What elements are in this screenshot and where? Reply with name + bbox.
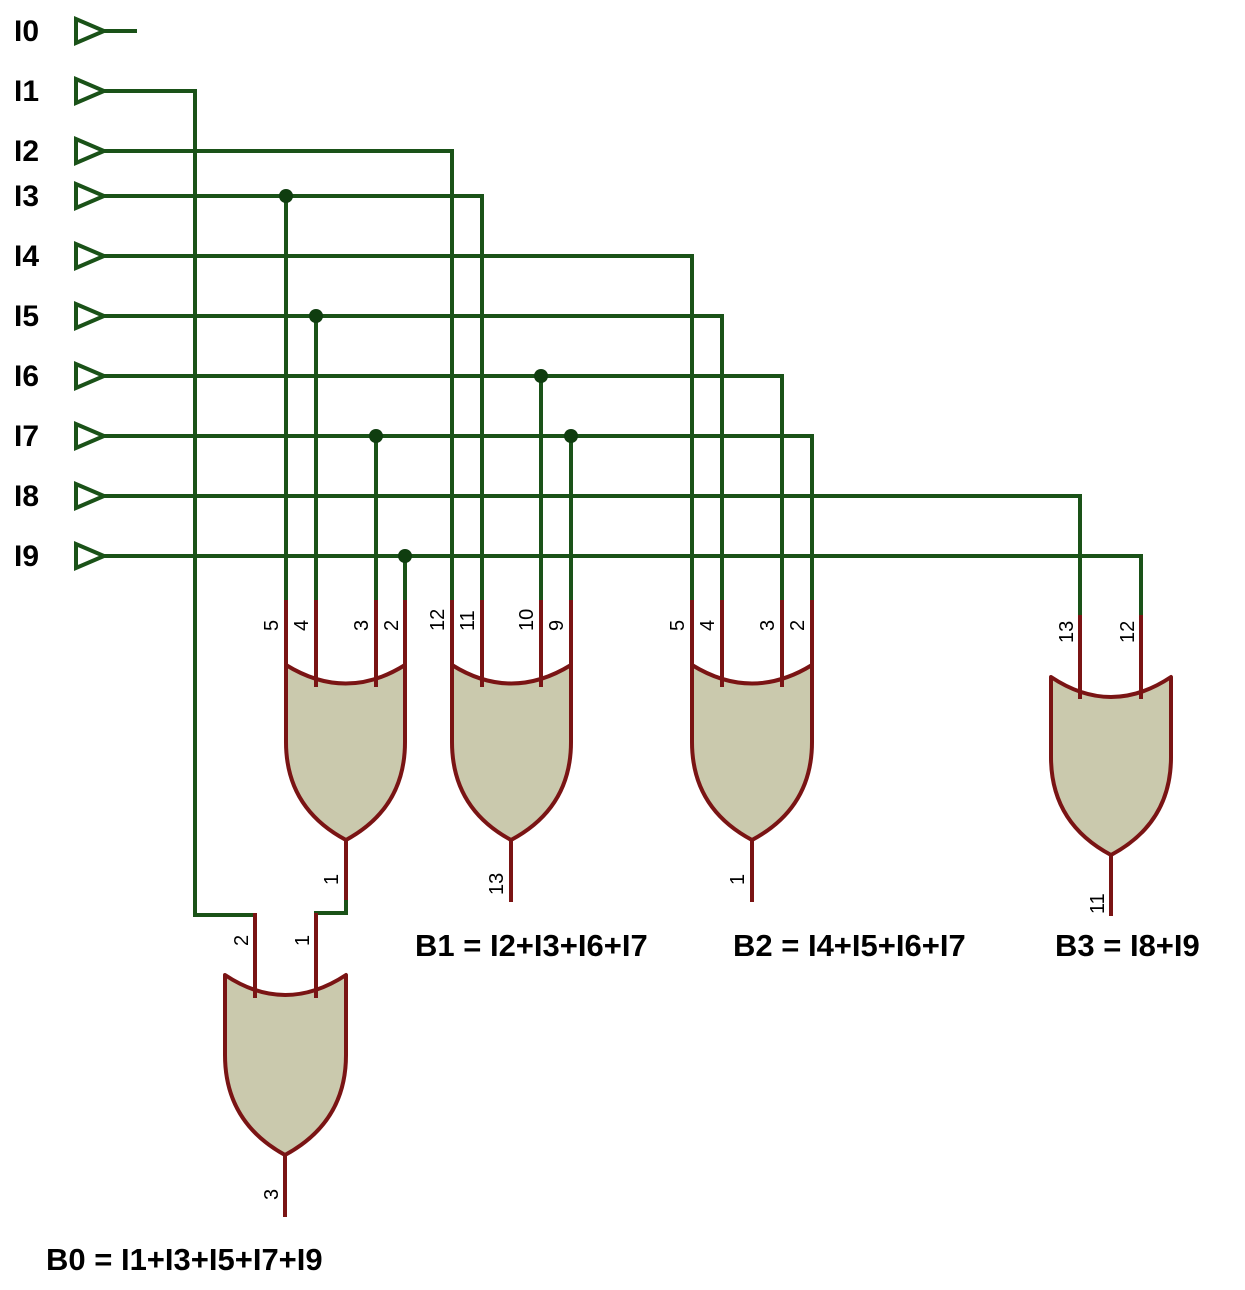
pin-number: 5 — [261, 620, 283, 631]
or-gate-b3: 13 12 11 — [1049, 615, 1173, 916]
junction-i5 — [309, 309, 323, 323]
wire-i8-to-b3 — [102, 494, 1082, 617]
input-port-i5: I5 — [14, 300, 110, 333]
or-gate-b1: 12 11 10 9 13 — [427, 600, 573, 902]
equation-b1: B1 = I2+I3+I6+I7 — [415, 928, 648, 963]
input-arrow-i4 — [74, 240, 110, 272]
pin-number: 10 — [516, 609, 538, 631]
input-port-i1: I1 — [14, 75, 110, 108]
input-port-i9: I9 — [14, 540, 110, 573]
equation-b0: B0 = I1+I3+I5+I7+I9 — [46, 1242, 323, 1277]
or-gate-b3-body — [1049, 675, 1173, 857]
pin-number: 9 — [546, 620, 568, 631]
input-label-i3: I3 — [14, 180, 39, 213]
wire-i6-to-b2 — [102, 374, 784, 602]
input-label-i5: I5 — [14, 300, 39, 333]
pin-number: 11 — [1087, 893, 1109, 914]
pin-number: 4 — [291, 620, 313, 631]
input-arrow-i0 — [74, 15, 110, 47]
wire-i9-to-b3 — [102, 554, 1143, 617]
input-arrow-i7 — [74, 420, 110, 452]
input-arrow-i9 — [74, 540, 110, 572]
input-label-i4: I4 — [14, 240, 39, 273]
pin-number: 3 — [351, 620, 373, 631]
input-arrow-i8 — [74, 480, 110, 512]
input-ports: I0 I1 I2 I3 I4 I5 I6 I7 — [14, 15, 137, 573]
pin-number: 13 — [486, 873, 508, 895]
input-arrow-i3 — [74, 180, 110, 212]
or-gate-b0-stage1: 5 4 3 2 1 — [261, 600, 407, 900]
input-port-i7: I7 — [14, 420, 110, 453]
junctions — [279, 189, 578, 563]
input-arrow-i6 — [74, 360, 110, 392]
input-arrow-i1 — [74, 75, 110, 107]
wires — [102, 89, 1143, 917]
pin-number: 11 — [457, 610, 479, 631]
pin-number: 12 — [427, 609, 449, 631]
wire-b0a-out-to-final — [314, 898, 348, 915]
input-arrow-i2 — [74, 135, 110, 167]
input-port-i8: I8 — [14, 480, 110, 513]
pin-number: 1 — [292, 935, 314, 946]
junction-i7-a — [369, 429, 383, 443]
input-label-i8: I8 — [14, 480, 39, 513]
wire-i2-to-b1 — [102, 149, 454, 602]
pin-number: 12 — [1117, 621, 1139, 643]
junction-i3 — [279, 189, 293, 203]
pin-number: 2 — [381, 620, 403, 631]
input-port-i6: I6 — [14, 360, 110, 393]
input-port-i3: I3 — [14, 180, 110, 213]
junction-i7-b — [564, 429, 578, 443]
output-equations: B1 = I2+I3+I6+I7 B2 = I4+I5+I6+I7 B3 = I… — [46, 928, 1200, 1277]
equation-b3: B3 = I8+I9 — [1055, 928, 1200, 963]
pin-number: 4 — [697, 620, 719, 631]
or-gate-b1-body — [450, 663, 573, 842]
or-gate-b2: 5 4 3 2 1 — [667, 600, 814, 902]
input-label-i2: I2 — [14, 135, 39, 168]
or-gate-b2-body — [690, 663, 814, 842]
input-arrow-i5 — [74, 300, 110, 332]
input-port-i2: I2 — [14, 135, 110, 168]
or-gate-b0-stage1-body — [284, 663, 407, 842]
wire-i1-to-b0 — [102, 89, 257, 917]
input-port-i4: I4 — [14, 240, 110, 273]
wire-i3-to-b1 — [102, 194, 484, 602]
input-label-i1: I1 — [14, 75, 39, 108]
wire-i7-to-b2 — [102, 434, 814, 602]
equation-b2: B2 = I4+I5+I6+I7 — [733, 928, 966, 963]
pin-number: 3 — [757, 620, 779, 631]
pin-number: 13 — [1056, 621, 1078, 643]
pin-number: 3 — [261, 1189, 283, 1200]
or-gate-b0-final: 2 1 3 — [223, 913, 348, 1217]
input-label-i0: I0 — [14, 15, 39, 48]
wire-i4-to-b2 — [102, 254, 694, 602]
input-port-i0: I0 — [14, 15, 137, 48]
junction-i9 — [398, 549, 412, 563]
pin-number: 2 — [787, 620, 809, 631]
or-gate-b0-final-body — [223, 973, 348, 1157]
input-label-i9: I9 — [14, 540, 39, 573]
pin-number: 1 — [727, 874, 749, 885]
pin-number: 1 — [321, 874, 343, 885]
input-label-i6: I6 — [14, 360, 39, 393]
pin-number: 2 — [231, 935, 253, 946]
junction-i6 — [534, 369, 548, 383]
input-label-i7: I7 — [14, 420, 39, 453]
pin-number: 5 — [667, 620, 689, 631]
